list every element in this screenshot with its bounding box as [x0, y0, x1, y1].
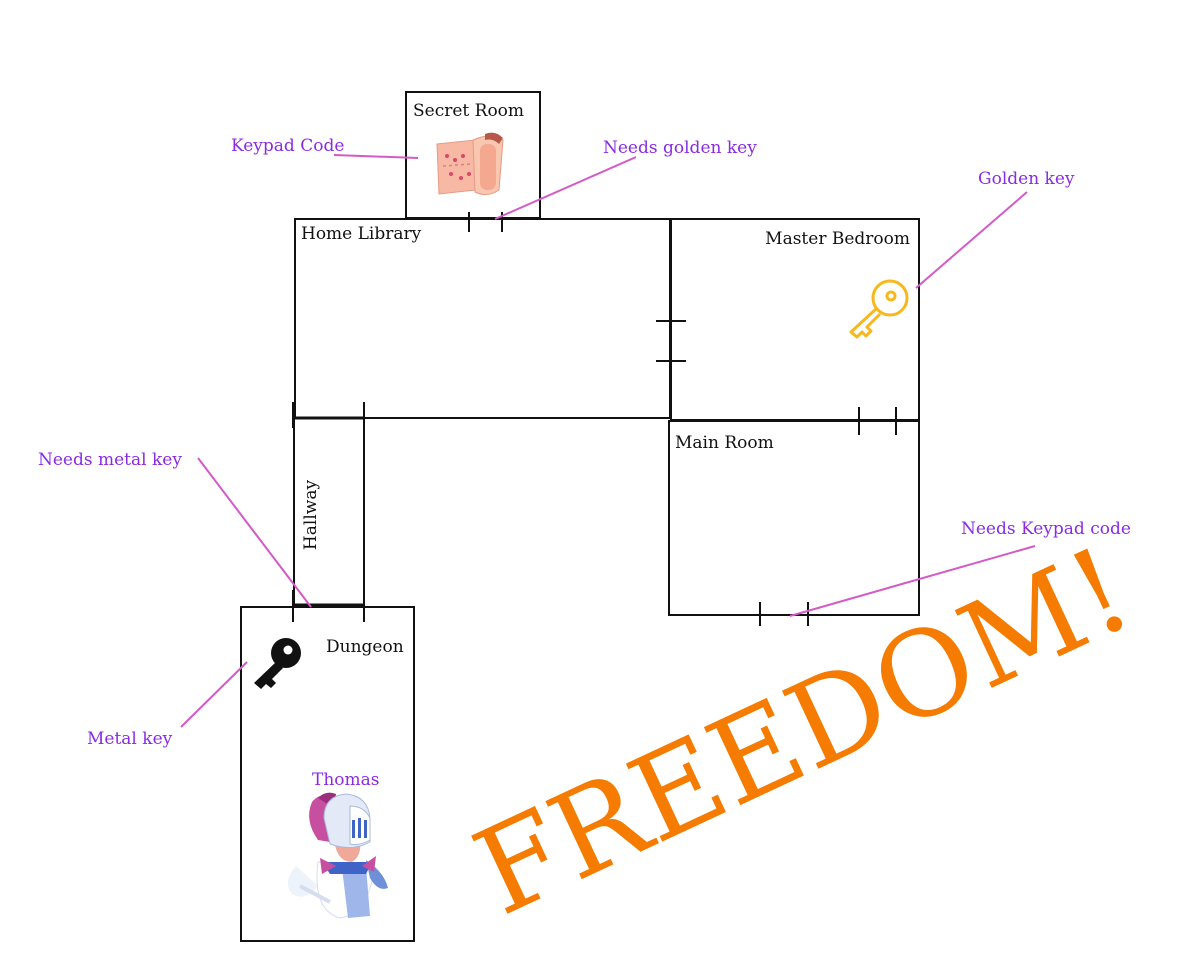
- hallway-label: Hallway: [301, 480, 321, 551]
- metal-key-note: Metal key: [87, 729, 173, 749]
- home-library-walls: [294, 218, 671, 419]
- character-name: Thomas: [312, 770, 380, 790]
- master-bedroom-label: Master Bedroom: [765, 229, 910, 249]
- master-bedroom-walls: [670, 218, 920, 421]
- needs-keypad-code-note: Needs Keypad code: [961, 519, 1131, 539]
- dungeon-label: Dungeon: [326, 637, 404, 657]
- exit-door: [759, 602, 809, 626]
- hallway-dungeon-door: [292, 590, 365, 622]
- dungeon-walls: [240, 606, 415, 942]
- bedroom-mainroom-door: [858, 407, 897, 435]
- metal-key-icon: [254, 638, 301, 689]
- golden-key-note: Golden key: [978, 169, 1075, 189]
- leader-metal-key: [180, 661, 248, 728]
- leader-needs-golden-key: [494, 156, 637, 220]
- leader-keypad-code: [333, 154, 419, 159]
- needs-golden-key-note: Needs golden key: [603, 138, 757, 158]
- secret-room-label: Secret Room: [413, 101, 524, 121]
- leader-lines: [180, 154, 1036, 728]
- freedom-banner: FREEDOM!: [455, 520, 1150, 942]
- needs-metal-key-note: Needs metal key: [38, 450, 182, 470]
- secret-room-door: [468, 212, 503, 232]
- scroll-map-icon: [436, 132, 504, 196]
- leader-needs-metal-key: [197, 457, 312, 608]
- library-bedroom-door: [656, 320, 686, 362]
- library-hallway-door: [292, 402, 365, 428]
- knight-character-icon: [287, 792, 388, 919]
- leader-golden-key: [915, 191, 1028, 289]
- main-room-label: Main Room: [675, 433, 774, 453]
- keypad-code-note: Keypad Code: [231, 136, 344, 156]
- golden-key-icon: [849, 279, 909, 339]
- home-library-label: Home Library: [301, 224, 422, 244]
- leader-needs-keypad-code: [789, 545, 1036, 617]
